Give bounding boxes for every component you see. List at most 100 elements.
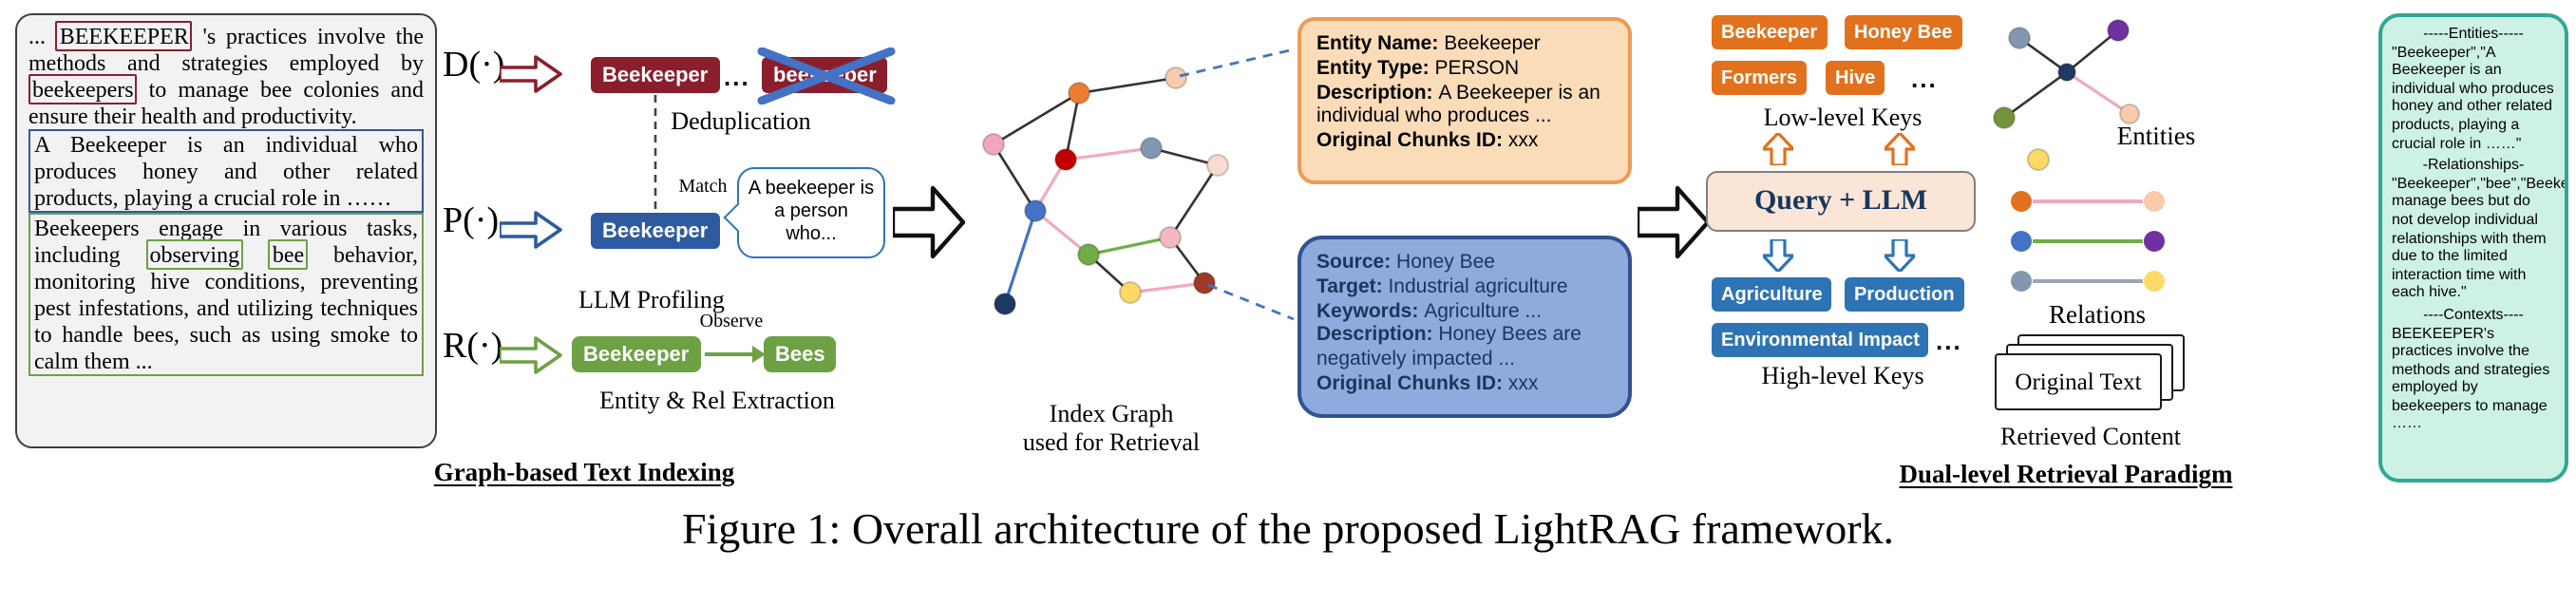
badge-beekeeper-profiled: Beekeeper	[591, 213, 720, 249]
entity-description-row: Description: A Beekeeper is an individua…	[1316, 81, 1613, 129]
relation-keywords-row: Keywords: Agriculture ...	[1316, 299, 1613, 324]
entity-description-value: A Beekeeper is an individual who produce…	[1316, 81, 1601, 128]
doc-paragraph-1: ... BEEKEEPER 's practices involve the m…	[28, 21, 424, 129]
entity-type-value: PERSON	[1434, 56, 1520, 80]
relation-description-value: Honey Bees are negatively impacted ...	[1316, 323, 1582, 371]
low-level-keys-label: Low-level Keys	[1763, 103, 1923, 131]
relation-target-label: Target:	[1316, 275, 1389, 298]
high-key-badge: Agriculture	[1712, 277, 1832, 312]
retrieved-output-panel: -----Entities----- "Beekeeper","A Beekee…	[2378, 13, 2568, 483]
figure-caption: Figure 1: Overall architecture of the pr…	[681, 505, 1895, 553]
high-keys-ellipsis: ...	[1936, 327, 1962, 355]
graph-edges-pink	[1033, 146, 1205, 294]
keyword-beekeeper-caps: BEEKEEPER	[55, 21, 193, 51]
relation-keywords-label: Keywords:	[1316, 299, 1425, 323]
relation-chunks-label: Original Chunks ID:	[1316, 371, 1508, 395]
output-entities-header: -----Entities-----	[2423, 25, 2524, 42]
relations-label: Relations	[2049, 300, 2146, 329]
llm-profiling-label: LLM Profiling	[578, 285, 725, 313]
entity-chunks-label: Original Chunks ID:	[1316, 129, 1508, 153]
entity-name-row: Entity Name: Beekeeper	[1316, 32, 1613, 57]
low-key-badge: Hive	[1826, 61, 1885, 95]
entity-name-label: Entity Name:	[1316, 32, 1445, 55]
relation-chunks-row: Original Chunks ID: xxx	[1316, 372, 1613, 397]
relation-source-value: Honey Bee	[1396, 251, 1495, 274]
output-contexts-header: ----Contexts----	[2423, 305, 2524, 323]
cross-out-icon	[757, 47, 896, 104]
index-graph-label-line2: used for Retrieval	[1022, 427, 1201, 456]
doc-paragraph-3: Beekeepers engage in various tasks, incl…	[28, 213, 424, 376]
index-graph-label-line1: Index Graph	[1049, 399, 1174, 427]
relation-description-row: Description: Honey Bees are negatively i…	[1316, 324, 1613, 372]
graph-edge-blue	[1003, 210, 1037, 305]
up-arrow-icon	[1763, 133, 1793, 165]
profiling-operator-label: P(·)	[443, 201, 500, 241]
output-contexts-body: BEEKEEPER's practices involve the method…	[2392, 324, 2550, 432]
entities-label: Entities	[2116, 122, 2196, 150]
dedup-arrow-icon	[500, 55, 562, 93]
dual-level-retrieval-paradigm-label: Dual-level Retrieval Paradigm	[1899, 460, 2233, 488]
keyword-bee: bee	[268, 239, 309, 270]
doc-text	[243, 241, 269, 268]
query-llm-box: Query + LLM	[1706, 171, 1976, 232]
observe-edge-label: Observe	[699, 312, 764, 332]
index-graph	[982, 66, 1229, 315]
low-key-badge: Formers	[1712, 61, 1808, 95]
up-arrow-icon	[1885, 133, 1915, 165]
doc-text: Beekeepers engage in various tasks, incl…	[34, 215, 418, 268]
doc-text: behavior, monitoring hive conditions, pr…	[34, 241, 418, 374]
index-graph-label: Index Graph used for Retrieval	[959, 399, 1263, 456]
low-key-badge: Beekeeper	[1712, 15, 1828, 49]
entity-type-row: Entity Type: PERSON	[1316, 57, 1613, 82]
graph-nodes	[982, 66, 1229, 315]
relation-keywords-value: Agriculture ...	[1424, 299, 1542, 323]
high-key-badge: Environmental Impact	[1712, 323, 1929, 357]
retrieved-content-label: Retrieved Content	[2000, 422, 2181, 450]
low-key-badge: Honey Bee	[1845, 15, 1962, 49]
profiling-arrow-icon	[500, 211, 562, 249]
entity-name-value: Beekeeper	[1444, 32, 1541, 55]
doc-paragraph-2: A Beekeeper is an individual who produce…	[28, 129, 424, 213]
entity-type-label: Entity Type:	[1316, 56, 1435, 80]
badge-beekeeper-extracted: Beekeeper	[572, 336, 701, 372]
high-level-keys-label: High-level Keys	[1761, 361, 1924, 389]
relation-card: Source: Honey Bee Target: Industrial agr…	[1297, 236, 1632, 418]
output-relationships-header: -Relationships-	[2422, 156, 2525, 174]
entity-description-label: Description:	[1316, 81, 1439, 104]
flow-arrow-icon	[1638, 185, 1710, 259]
relation-target-row: Target: Industrial agriculture	[1316, 275, 1613, 300]
graph-edge-green	[1088, 236, 1171, 256]
doc-text: to manage bee colonies and ensure their …	[28, 76, 424, 129]
relation-source-label: Source:	[1316, 251, 1397, 274]
dedup-operator-label: D(·)	[443, 46, 505, 85]
graph-based-text-indexing-label: Graph-based Text Indexing	[433, 458, 735, 486]
output-entities-body: "Beekeeper","A Beekeeper is an individua…	[2392, 43, 2554, 152]
badge-beekeeper-dedup-kept: Beekeeper	[591, 57, 720, 93]
output-relationships-body: "Beekeeper","bee","Beekeepers manage bee…	[2392, 174, 2568, 301]
relations-mini-diagram	[2011, 191, 2165, 292]
entity-card: Entity Name: Beekeeper Entity Type: PERS…	[1297, 17, 1632, 184]
retrieved-text-stack: Original Text	[1995, 334, 2192, 418]
relation-source-row: Source: Honey Bee	[1316, 251, 1613, 275]
match-label: Match	[665, 177, 741, 198]
entity-rel-extraction-label: Entity & Rel Extraction	[599, 386, 835, 414]
entities-mini-graph	[1993, 19, 2140, 171]
profile-speech-bubble: A beekeeper is a person who...	[737, 167, 885, 258]
dedup-ellipsis: ...	[724, 63, 750, 91]
extraction-operator-label: R(·)	[443, 327, 503, 367]
relation-chunks-value: xxx	[1507, 371, 1539, 395]
source-document-box: ... BEEKEEPER 's practices involve the m…	[15, 13, 437, 448]
graph-edges	[992, 76, 1220, 294]
doc-text: 's practices involve the methods and str…	[28, 23, 424, 76]
relation-description-label: Description:	[1316, 323, 1439, 347]
keyword-observing: observing	[145, 239, 244, 270]
flow-arrow-icon	[893, 185, 965, 259]
down-arrow-icon	[1763, 239, 1793, 272]
original-text-page: Original Text	[1995, 353, 2162, 410]
relation-target-value: Industrial agriculture	[1388, 275, 1568, 298]
deduplication-label: Deduplication	[671, 106, 811, 135]
keyword-beekeepers: beekeepers	[28, 74, 138, 104]
low-keys-ellipsis: ...	[1911, 65, 1938, 93]
high-key-badge: Production	[1845, 277, 1964, 312]
